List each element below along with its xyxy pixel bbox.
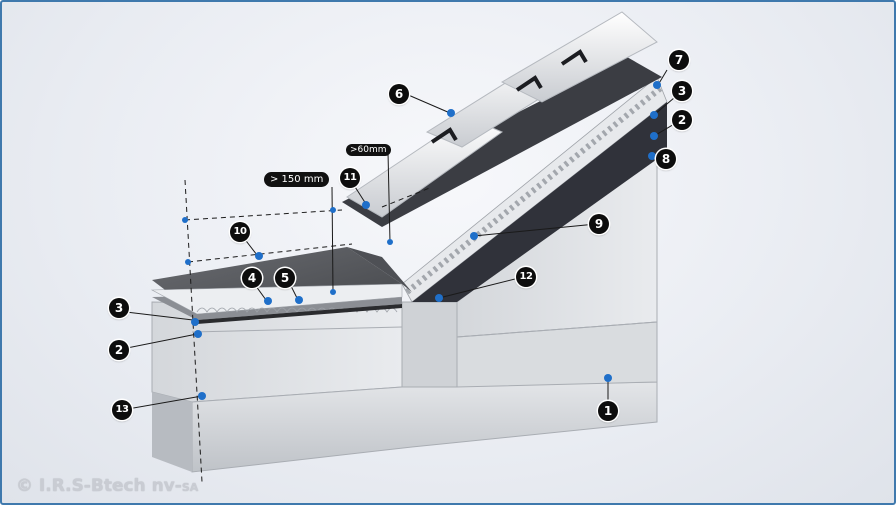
callout-marker-6: 6 [389, 84, 409, 104]
callout-marker-9: 9 [589, 214, 609, 234]
reference-points [182, 81, 661, 400]
pitched-roof-buildup [347, 76, 668, 303]
callout-marker-2-left: 2 [109, 340, 129, 360]
callout-marker-10: 10 [230, 222, 250, 242]
concrete-structure [151, 151, 658, 473]
copyright-text: © I.R.S-Btech nv- [16, 476, 182, 496]
overlap-dimension-label: >60mm [346, 144, 391, 156]
dimension-lines [184, 179, 433, 483]
roof-tiles [342, 11, 662, 227]
callout-marker-2-right: 2 [672, 110, 692, 130]
callout-marker-1: 1 [598, 401, 618, 421]
callout-marker-12: 12 [516, 267, 536, 287]
callout-marker-11: 11 [340, 168, 360, 188]
callout-marker-7: 7 [669, 50, 689, 70]
upstand-dimension-label: > 150 mm [264, 172, 330, 187]
callout-marker-5: 5 [275, 268, 295, 288]
callout-marker-8: 8 [656, 149, 676, 169]
copyright-watermark: © I.R.S-Btech nv-SA [16, 476, 198, 496]
copyright-suffix: SA [181, 481, 199, 494]
callout-marker-3-right: 3 [672, 81, 692, 101]
callout-marker-13: 13 [112, 400, 132, 420]
callout-marker-4: 4 [242, 268, 262, 288]
callout-marker-3-left: 3 [109, 298, 129, 318]
